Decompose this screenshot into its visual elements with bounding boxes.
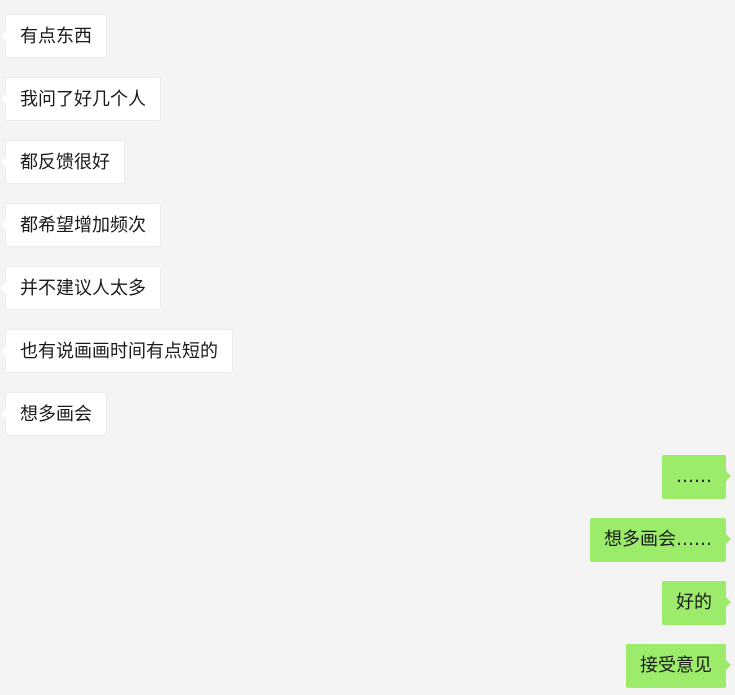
outgoing-message-bubble[interactable]: …… [662,455,731,499]
incoming-message-bubble[interactable]: 都反馈很好 [1,140,125,184]
message-text: 也有说画画时间有点短的 [20,341,218,362]
message-text: 并不建议人太多 [20,278,146,299]
outgoing-message-bubble[interactable]: 想多画会…… [590,518,731,562]
outgoing-message-bubble[interactable]: 好的 [662,581,731,625]
incoming-message-bubble[interactable]: 想多画会 [1,392,107,436]
message-text: 都反馈很好 [20,152,110,173]
message-text: …… [676,466,712,487]
message-text: 想多画会…… [604,529,712,550]
incoming-message-bubble[interactable]: 也有说画画时间有点短的 [1,329,233,373]
message-text: 想多画会 [20,404,92,425]
message-text: 好的 [676,592,712,613]
message-text: 接受意见 [640,655,712,676]
incoming-message-bubble[interactable]: 都希望增加频次 [1,203,161,247]
message-text: 我问了好几个人 [20,89,146,110]
incoming-message-bubble[interactable]: 我问了好几个人 [1,77,161,121]
message-text: 有点东西 [20,26,92,47]
incoming-message-bubble[interactable]: 并不建议人太多 [1,266,161,310]
message-text: 都希望增加频次 [20,215,146,236]
outgoing-message-bubble[interactable]: 接受意见 [626,644,731,688]
incoming-message-bubble[interactable]: 有点东西 [1,14,107,58]
